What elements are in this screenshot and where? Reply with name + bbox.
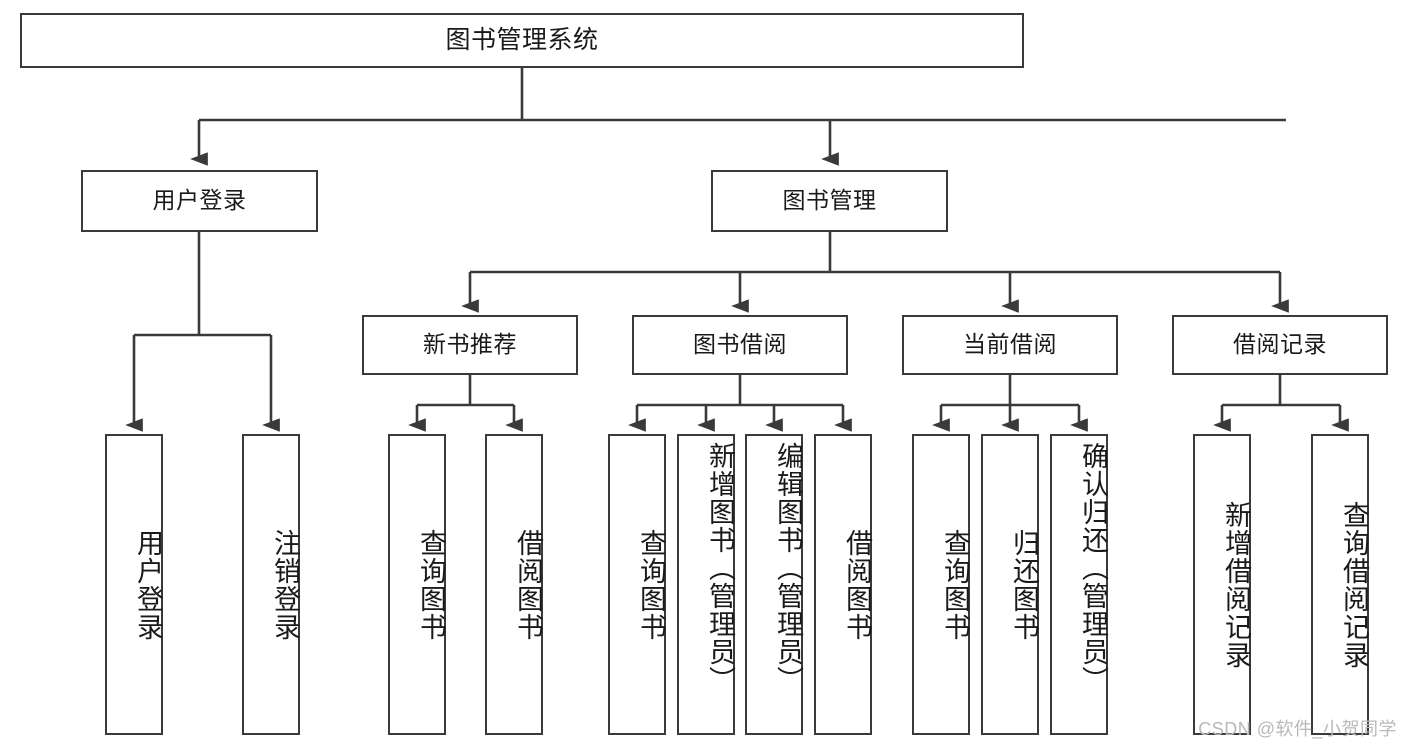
leaf-borrow-record-add-record[interactable]: 新增借阅记录 [1193, 434, 1251, 735]
node-new-book-recommend[interactable]: 新书推荐 [362, 315, 578, 375]
node-label: 借阅图书 [513, 528, 543, 641]
node-book-borrow[interactable]: 图书借阅 [632, 315, 848, 375]
node-current-borrow[interactable]: 当前借阅 [902, 315, 1118, 375]
node-label: 注销登录 [270, 528, 300, 641]
node-user-login[interactable]: 用户登录 [81, 170, 318, 232]
node-book-management[interactable]: 图书管理 [711, 170, 948, 232]
node-label: 当前借阅 [963, 331, 1057, 358]
node-label: 用户登录 [152, 187, 247, 214]
node-label: 查询图书 [940, 528, 970, 641]
node-label: 图书管理系统 [445, 25, 599, 54]
node-label: 新书推荐 [423, 331, 517, 358]
node-label: 新增图书（管理员） [705, 442, 735, 694]
node-label: 查询图书 [416, 528, 446, 641]
watermark-text: CSDN @软件_小贺同学 [1198, 719, 1397, 739]
node-label: 查询图书 [636, 528, 666, 641]
node-label: 用户登录 [133, 528, 163, 641]
leaf-book-borrow-borrow-book[interactable]: 借阅图书 [814, 434, 872, 735]
leaf-user-login-logout[interactable]: 注销登录 [242, 434, 300, 735]
node-label: 图书借阅 [693, 331, 787, 358]
leaf-book-borrow-edit-book-admin[interactable]: 编辑图书（管理员） [745, 434, 803, 735]
leaf-borrow-record-query-record[interactable]: 查询借阅记录 [1311, 434, 1369, 735]
node-borrow-record[interactable]: 借阅记录 [1172, 315, 1388, 375]
node-label: 图书管理 [782, 187, 877, 214]
leaf-new-book-query-book[interactable]: 查询图书 [388, 434, 446, 735]
node-label: 借阅记录 [1233, 331, 1327, 358]
node-label: 借阅图书 [842, 528, 872, 641]
leaf-current-borrow-return-book[interactable]: 归还图书 [981, 434, 1039, 735]
leaf-current-borrow-confirm-return-admin[interactable]: 确认归还（管理员） [1050, 434, 1108, 735]
leaf-current-borrow-query-book[interactable]: 查询图书 [912, 434, 970, 735]
node-label: 新增借阅记录 [1221, 500, 1251, 669]
node-root-system[interactable]: 图书管理系统 [20, 13, 1024, 68]
leaf-book-borrow-add-book-admin[interactable]: 新增图书（管理员） [677, 434, 735, 735]
node-label: 编辑图书（管理员） [773, 442, 803, 694]
leaf-book-borrow-query-book[interactable]: 查询图书 [608, 434, 666, 735]
leaf-new-book-borrow-book[interactable]: 借阅图书 [485, 434, 543, 735]
node-label: 确认归还（管理员） [1078, 442, 1108, 694]
leaf-user-login-login[interactable]: 用户登录 [105, 434, 163, 735]
node-label: 归还图书 [1009, 528, 1039, 641]
node-label: 查询借阅记录 [1339, 500, 1369, 669]
